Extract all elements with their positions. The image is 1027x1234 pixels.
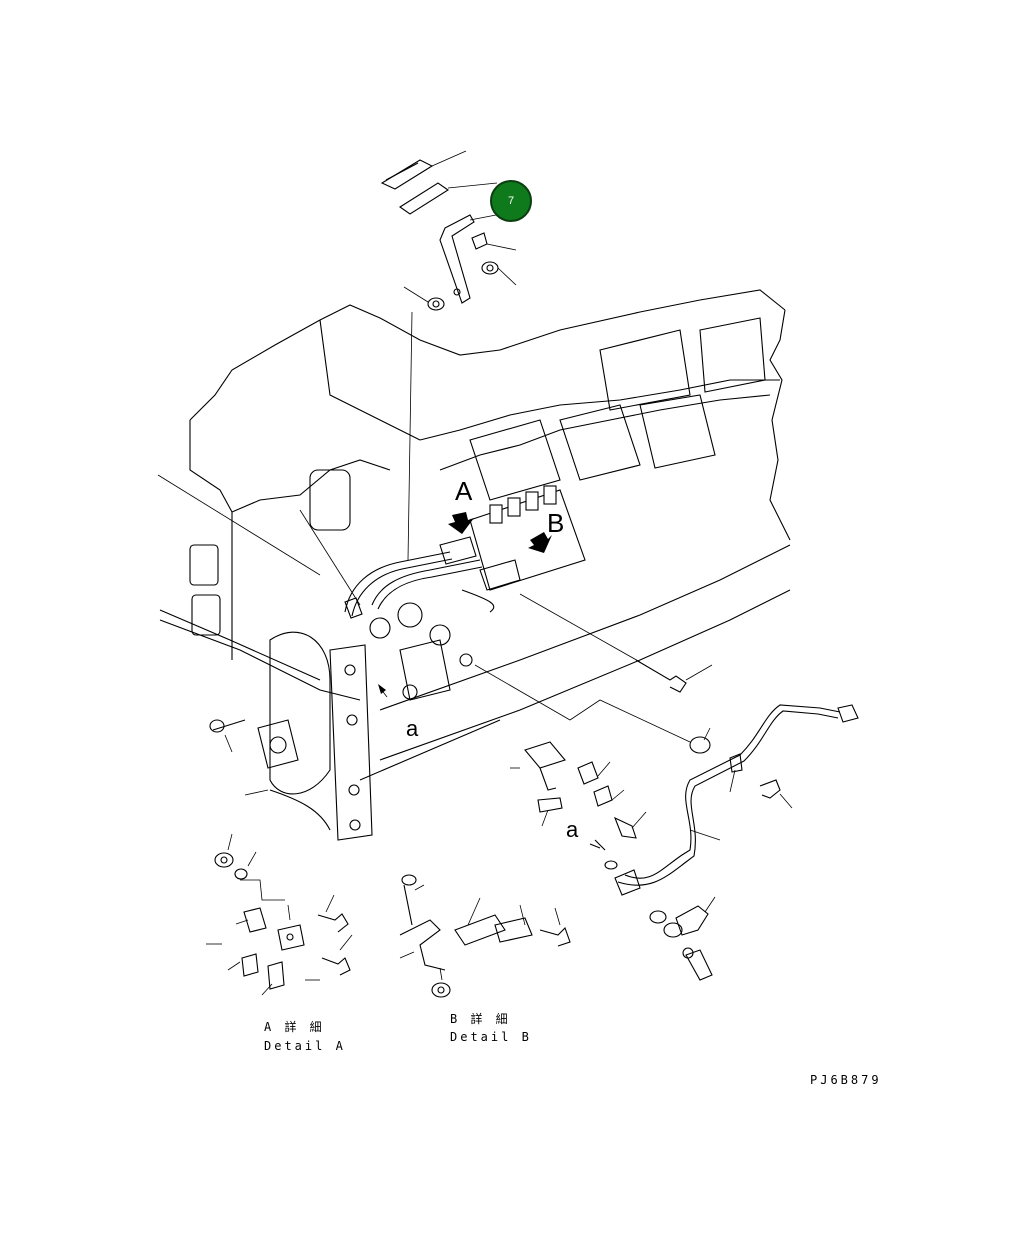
- mid-fasteners: [157, 474, 713, 796]
- detail-a-caption: Detail A: [264, 1039, 346, 1053]
- view-a-small-lower: a: [566, 817, 579, 842]
- detail-b-title: B 詳 細: [450, 1012, 511, 1026]
- engine-block: [159, 289, 791, 841]
- view-a-small-upper: a: [406, 716, 419, 741]
- detail-b-caption: Detail B: [450, 1030, 532, 1044]
- top-clamp-assembly: [380, 150, 517, 561]
- part-callout-badge[interactable]: 7: [490, 180, 532, 222]
- detail-a-parts: [206, 833, 353, 996]
- detail-b-parts: [399, 874, 571, 998]
- lower-center-clamps: [510, 741, 647, 839]
- view-a-label: A: [455, 476, 473, 506]
- injection-pump-area: [344, 485, 586, 701]
- drawing-code: PJ6B879: [810, 1073, 882, 1087]
- view-b-label: B: [547, 508, 565, 538]
- return-tube: [589, 704, 859, 981]
- detail-a-title: A 詳 細: [264, 1020, 325, 1034]
